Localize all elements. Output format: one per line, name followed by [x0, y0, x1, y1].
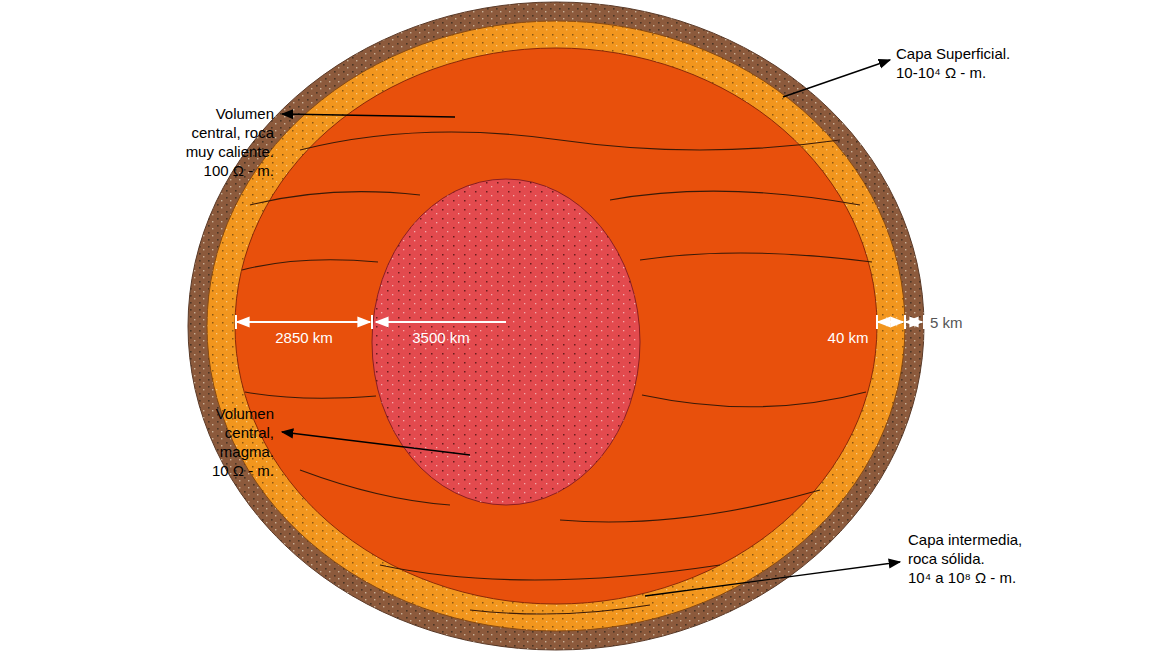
layer-callout: Capa Superficial. 10-10⁴ Ω - m. [896, 44, 1010, 82]
surface-layer [188, 2, 924, 650]
intermediate-texture [207, 21, 905, 631]
dimension-label: 5 km [930, 313, 963, 332]
magma-core [372, 179, 640, 505]
magma-texture [372, 179, 640, 505]
leader-arrows [282, 60, 900, 596]
dimension-label: 2850 km [275, 328, 333, 347]
intermediate-layer [207, 21, 905, 631]
hot-rock-volume [235, 48, 877, 604]
dimension-arrows [236, 315, 924, 329]
layer-callout: Capa intermedia, roca sólida. 10⁴ a 10⁸ … [908, 530, 1022, 587]
dimension-label: 3500 km [412, 328, 470, 347]
dimension-label: 40 km [828, 328, 869, 347]
region-callout: Volumen central, magma. 10 Ω - m. [212, 404, 274, 480]
surface-texture [188, 2, 924, 650]
flow-lines [242, 132, 872, 614]
region-callout: Volumen central, roca muy caliente. 100 … [186, 104, 274, 180]
